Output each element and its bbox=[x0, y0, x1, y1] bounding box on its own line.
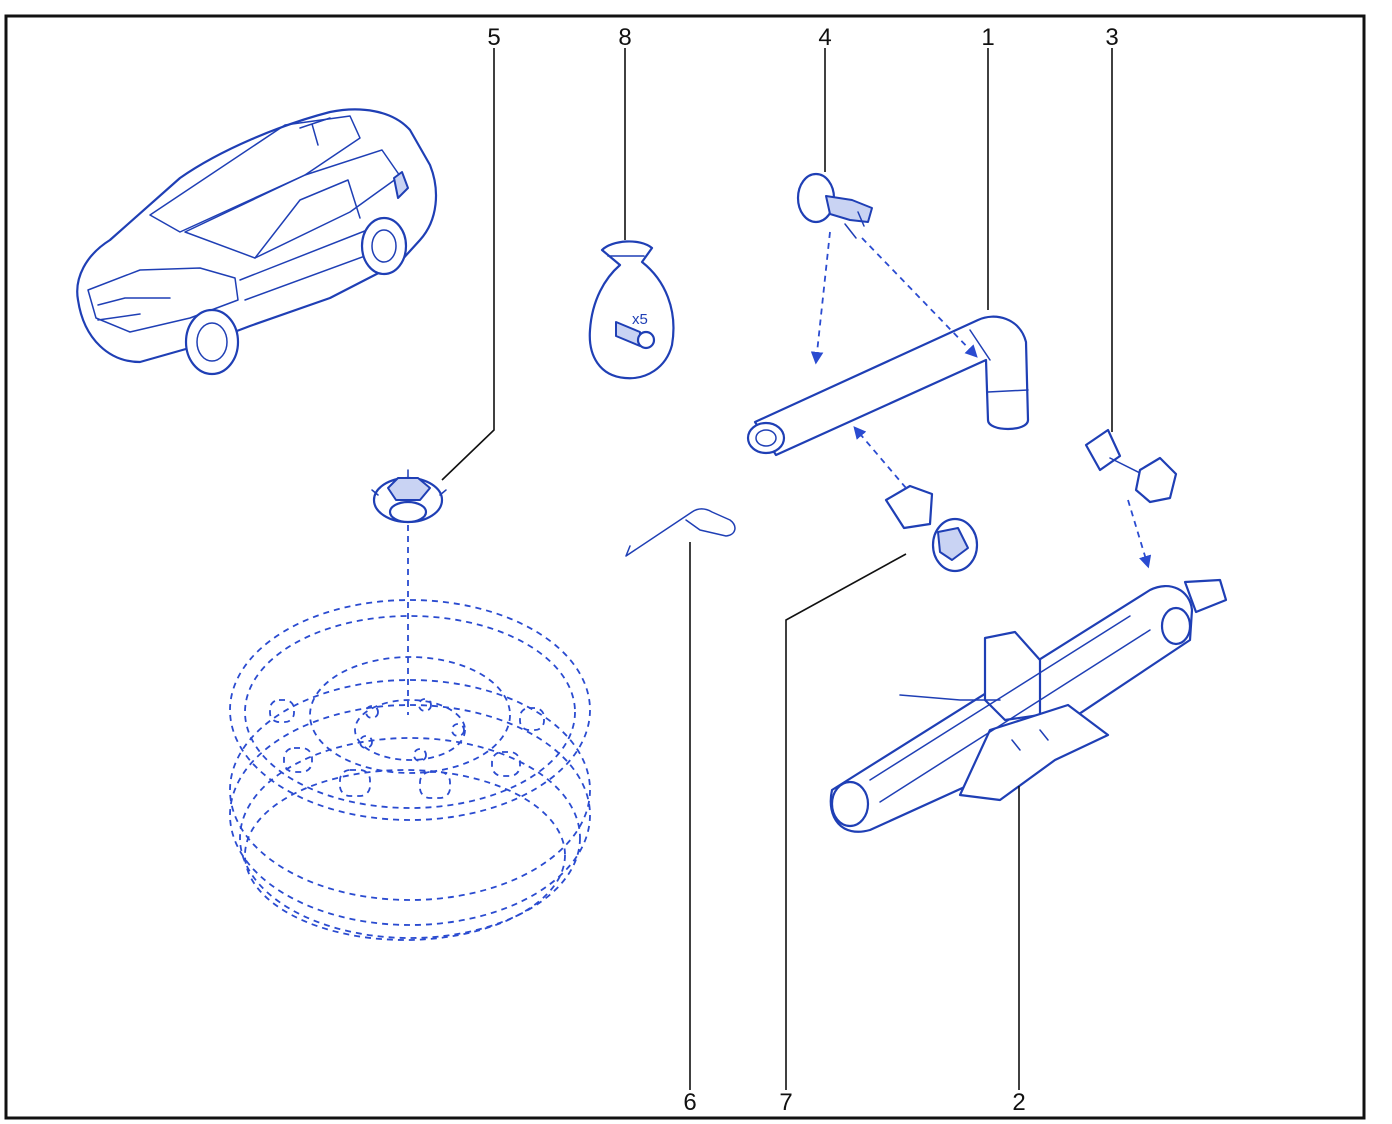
callout-3: 3 bbox=[1105, 24, 1118, 51]
diagram-frame bbox=[4, 14, 1366, 1120]
leader-lines bbox=[441, 48, 1113, 1090]
callout-4: 4 bbox=[818, 24, 831, 51]
assembly-arrows bbox=[810, 231, 1152, 569]
callout-2: 2 bbox=[1012, 1089, 1025, 1116]
callout-1: 1 bbox=[981, 24, 994, 51]
part-2-jack bbox=[829, 578, 1228, 833]
callout-5: 5 bbox=[487, 24, 500, 51]
part-7-plug bbox=[884, 484, 979, 573]
bolt-quantity-label: x5 bbox=[632, 311, 648, 328]
part-8-bolt-bag: x5 bbox=[588, 240, 675, 380]
callout-8: 8 bbox=[618, 24, 631, 51]
callout-7: 7 bbox=[779, 1089, 792, 1116]
part-5-wheel-retainer bbox=[371, 469, 447, 524]
part-6-hook bbox=[625, 508, 736, 557]
spare-wheel-illustration bbox=[229, 525, 591, 941]
callout-6: 6 bbox=[683, 1089, 696, 1116]
part-1-wheel-brace bbox=[746, 315, 1030, 457]
callout-labels: 5 8 4 1 3 6 7 2 bbox=[487, 24, 1118, 1116]
car-illustration bbox=[76, 108, 438, 376]
part-4-clip bbox=[796, 172, 873, 239]
part-3-fixing-screw bbox=[1084, 428, 1178, 504]
